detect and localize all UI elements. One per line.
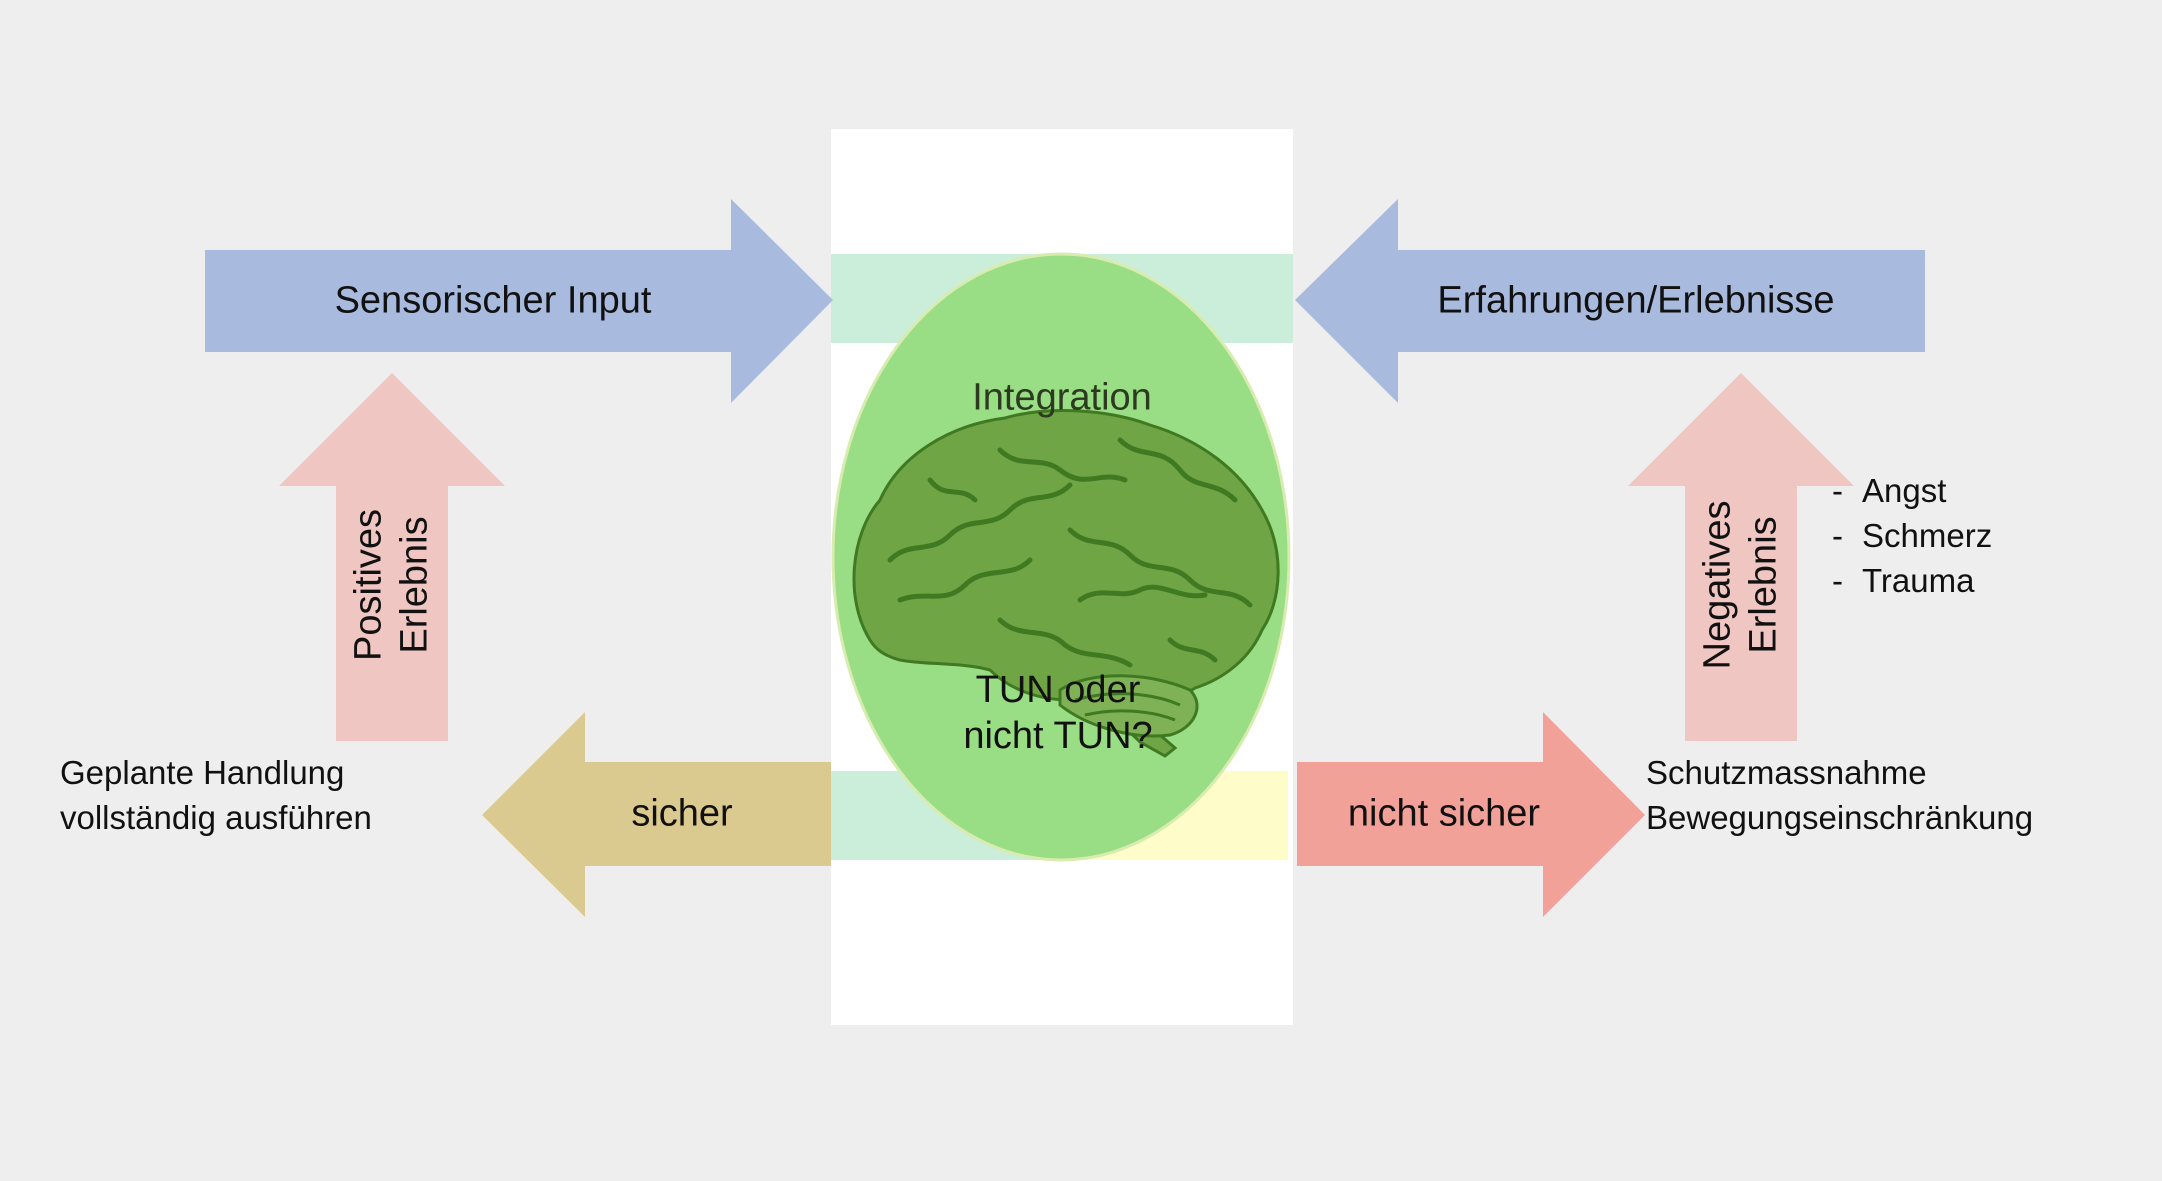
safe-arrow — [482, 712, 831, 917]
negative-list: -Angst -Schmerz -Trauma — [1832, 468, 1992, 603]
positive-experience-label: Positives Erlebnis — [346, 509, 437, 661]
negative-experience-label: Negatives Erlebnis — [1695, 501, 1786, 670]
positive-line-2: Erlebnis — [393, 516, 435, 654]
negative-line-1: Negatives — [1696, 500, 1739, 670]
outcome-right-line-1: Schutzmassnahme — [1646, 754, 1927, 791]
unsafe-arrow — [1297, 712, 1645, 917]
list-item: -Angst — [1832, 472, 1947, 509]
sensory-input-arrow — [205, 199, 833, 403]
list-item: -Trauma — [1832, 562, 1975, 599]
sensory-input-label: Sensorischer Input — [334, 279, 652, 322]
outcome-left-line-1: Geplante Handlung — [60, 754, 345, 791]
list-item-text: Schmerz — [1862, 517, 1993, 554]
brain-icon — [852, 409, 1280, 758]
integration-label: Integration — [972, 376, 1152, 419]
positive-line-1: Positives — [347, 508, 390, 662]
outcome-left: Geplante Handlung vollständig ausführen — [60, 750, 372, 840]
decision-question: TUN oder nicht TUN? — [963, 667, 1152, 759]
positive-experience-arrow — [279, 373, 505, 741]
decision-line-1: TUN oder — [975, 669, 1141, 711]
list-item-text: Trauma — [1862, 562, 1975, 599]
outcome-right-line-2: Bewegungseinschränkung — [1646, 799, 2034, 836]
unsafe-label: nicht sicher — [1347, 792, 1541, 835]
outcome-right: Schutzmassnahme Bewegungseinschränkung — [1646, 750, 2033, 840]
safe-label: sicher — [631, 792, 733, 835]
list-item-text: Angst — [1862, 472, 1947, 509]
experiences-label: Erfahrungen/Erlebnisse — [1437, 279, 1835, 322]
experiences-arrow — [1295, 199, 1925, 403]
decision-line-2: nicht TUN? — [963, 715, 1153, 757]
negative-line-2: Erlebnis — [1742, 516, 1784, 654]
negative-experience-arrow — [1628, 373, 1854, 741]
outcome-left-line-2: vollständig ausführen — [60, 799, 372, 836]
list-item: -Schmerz — [1832, 517, 1993, 554]
